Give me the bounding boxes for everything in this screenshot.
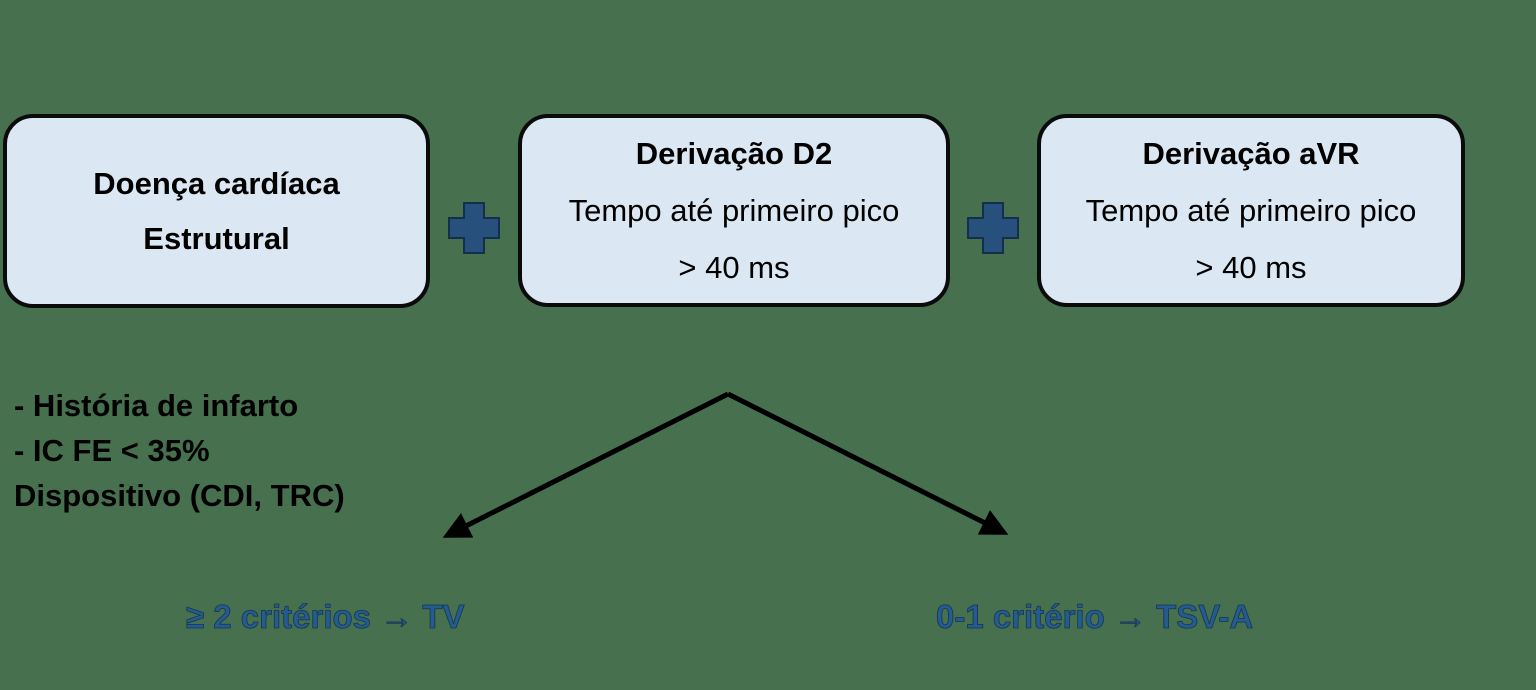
plus-icon xyxy=(448,202,500,254)
outcome-tsva-label: 0-1 critério → TSV-A xyxy=(936,598,1254,636)
plus-icon xyxy=(967,202,1019,254)
node-text: Tempo até primeiro pico xyxy=(1085,193,1417,228)
node-lead-d2: Derivação D2 Tempo até primeiro pico > 4… xyxy=(518,114,950,307)
node-structural-heart-disease: Doença cardíaca Estrutural xyxy=(3,114,430,308)
node-text: Tempo até primeiro pico xyxy=(568,193,900,228)
criteria-item: Dispositivo (CDI, TRC) xyxy=(14,478,345,513)
node-text-line2: > 40 ms xyxy=(678,250,790,285)
criteria-list: - História de infarto - IC FE < 35% Disp… xyxy=(14,383,345,518)
criteria-item: - História de infarto xyxy=(14,388,299,423)
criteria-item: - IC FE < 35% xyxy=(14,433,210,468)
node-title: Doença cardíaca xyxy=(93,166,340,201)
outcome-tv-label: ≥ 2 critérios → TV xyxy=(186,598,465,636)
arrow-right xyxy=(726,391,1009,535)
node-title: Derivação D2 xyxy=(635,136,833,171)
arrow-left xyxy=(442,391,730,538)
node-title: Derivação aVR xyxy=(1142,136,1360,171)
node-lead-avr: Derivação aVR Tempo até primeiro pico > … xyxy=(1037,114,1465,307)
node-title-line2: Estrutural xyxy=(143,221,290,256)
node-text-line2: > 40 ms xyxy=(1195,250,1307,285)
